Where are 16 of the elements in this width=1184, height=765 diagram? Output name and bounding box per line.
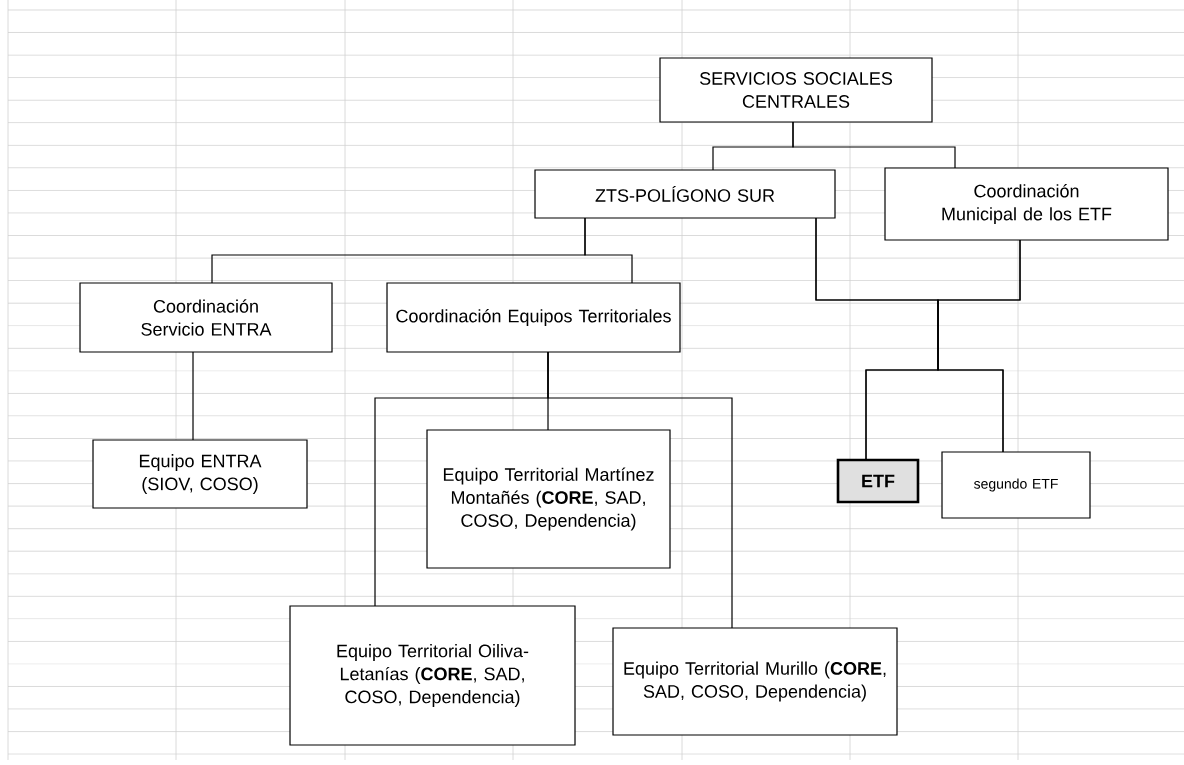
org-box: Coordinación Equipos Territoriales	[386, 282, 681, 353]
org-box: SERVICIOS SOCIALES CENTRALES	[659, 57, 933, 123]
org-box: Coordinación Servicio ENTRA	[79, 282, 333, 353]
connector-line	[937, 239, 1021, 453]
org-box: segundo ETF	[941, 451, 1091, 519]
org-box: Equipo Territorial Murillo (CORE, SAD, COSO, Dependencia)	[612, 627, 898, 736]
connector-line	[547, 351, 733, 629]
org-box: Equipo Territorial Oiliva-Letanías (CORE, SAD, COSO, Dependencia)	[289, 605, 576, 746]
org-box: ZTS-POLÍGONO SUR	[534, 169, 836, 219]
highlighted-box: ETF	[836, 458, 920, 504]
connector-line	[192, 351, 194, 441]
org-box: Coordinación Municipal de los ETF	[884, 167, 1169, 241]
org-box: Equipo ENTRA (SIOV, COSO)	[92, 439, 308, 509]
connector-line	[584, 217, 633, 284]
org-box: Equipo Territorial Martínez Montañés (CORE, SAD, COSO, Dependencia)	[426, 429, 671, 569]
connector-line	[792, 121, 956, 169]
